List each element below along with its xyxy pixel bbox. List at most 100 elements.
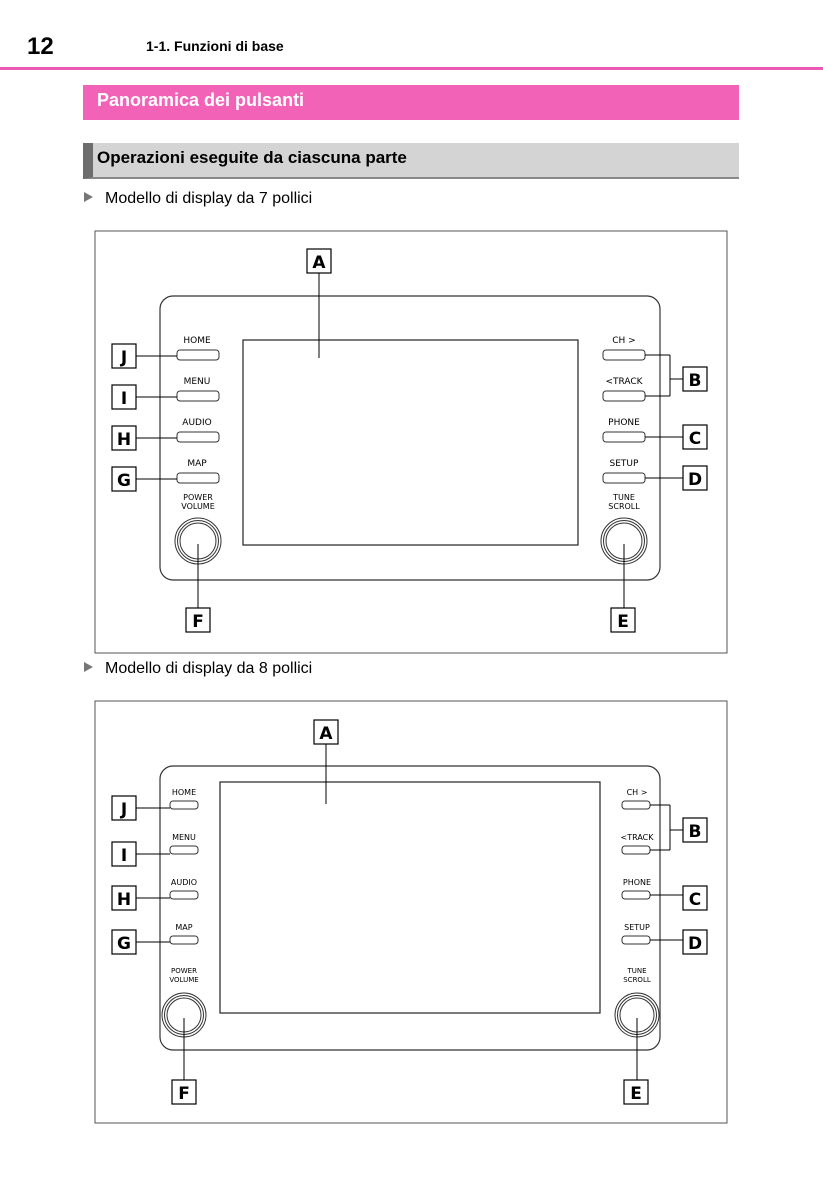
- label-G-box: [111, 929, 137, 955]
- button-label-right: CH >: [612, 336, 635, 346]
- label-E: E: [617, 612, 629, 632]
- hardware-button: [602, 390, 646, 402]
- label-B: B: [689, 371, 702, 391]
- label-G: G: [117, 934, 131, 954]
- hardware-button: [176, 349, 220, 361]
- head-unit-panel: [159, 295, 661, 581]
- knob-label-line2: SCROLL: [608, 502, 640, 511]
- button-label-audio: AUDIO: [171, 878, 197, 887]
- touch-screen: [242, 339, 579, 546]
- button-label-map: MAP: [187, 459, 207, 469]
- label-A-box: [306, 248, 332, 274]
- hardware-button: [169, 890, 199, 900]
- label-C: C: [689, 429, 701, 449]
- label-J-box: [111, 795, 137, 821]
- hardware-button: [176, 390, 220, 402]
- label-H: H: [117, 890, 131, 910]
- label-C-box: [682, 885, 708, 911]
- subsection-title: Operazioni eseguite da ciascuna parte: [83, 143, 739, 179]
- figure-frame: [94, 230, 728, 654]
- knob-label-line2: VOLUME: [169, 976, 198, 984]
- hardware-button: [621, 935, 651, 945]
- label-I-box: [111, 384, 137, 410]
- hardware-button: [169, 845, 199, 855]
- label-J: J: [120, 800, 127, 820]
- hardware-button: [621, 800, 651, 810]
- button-label-menu: MENU: [172, 833, 196, 842]
- label-A: A: [319, 724, 333, 744]
- button-label-right: CH >: [627, 788, 648, 797]
- label-C-box: [682, 424, 708, 450]
- button-label-map: MAP: [175, 923, 192, 932]
- figure-frame: [94, 700, 728, 1124]
- label-I: I: [121, 389, 127, 409]
- button-label-home: HOME: [172, 788, 196, 797]
- page-number: 12: [27, 33, 54, 60]
- label-H-box: [111, 885, 137, 911]
- label-G-box: [111, 466, 137, 492]
- label-F-box: [171, 1079, 197, 1105]
- knob-label-line1: TUNE: [626, 967, 646, 975]
- label-E-box: [623, 1079, 649, 1105]
- label-I: I: [121, 846, 127, 866]
- button-label-home: HOME: [183, 336, 211, 346]
- label-C: C: [689, 890, 701, 910]
- label-E-box: [610, 607, 636, 633]
- section-title: Panoramica dei pulsanti: [83, 85, 739, 120]
- label-G: G: [117, 471, 131, 491]
- label-F-box: [185, 607, 211, 633]
- label-D-box: [682, 465, 708, 491]
- knob-label-line2: SCROLL: [623, 976, 651, 984]
- knob-label-line2: VOLUME: [181, 502, 215, 511]
- knob-label-line1: TUNE: [612, 493, 635, 502]
- label-E: E: [630, 1084, 642, 1104]
- knob-label-line1: POWER: [171, 967, 197, 975]
- figure-caption-7in: Modello di display da 7 pollici: [84, 190, 312, 208]
- hardware-button: [176, 431, 220, 443]
- label-D: D: [688, 470, 702, 490]
- hardware-button: [169, 800, 199, 810]
- hardware-button: [169, 935, 199, 945]
- figure-caption-8in: Modello di display da 8 pollici: [84, 660, 312, 678]
- button-label-right: SETUP: [610, 459, 639, 469]
- label-F: F: [178, 1084, 190, 1104]
- hardware-button: [602, 349, 646, 361]
- label-A-box: [313, 719, 339, 745]
- label-B: B: [689, 822, 702, 842]
- triangle-bullet-icon: [84, 662, 93, 672]
- button-label-right: <TRACK: [605, 377, 643, 387]
- triangle-bullet-icon: [84, 192, 93, 202]
- hardware-button: [621, 890, 651, 900]
- touch-screen: [219, 781, 601, 1014]
- label-H-box: [111, 425, 137, 451]
- knob-label-line1: POWER: [183, 493, 213, 502]
- label-B-box: [682, 366, 708, 392]
- button-label-audio: AUDIO: [182, 418, 211, 428]
- button-label-right: PHONE: [623, 878, 651, 887]
- hardware-button: [602, 472, 646, 484]
- hardware-button: [602, 431, 646, 443]
- head-unit-panel: [159, 765, 661, 1051]
- label-D: D: [688, 934, 702, 954]
- label-J-box: [111, 343, 137, 369]
- diagram-7in: A HOME J CH > MENU I <TRACK AUDIO H PHONE MAP G SETU…: [94, 230, 728, 654]
- caption-text: Modello di display da 7 pollici: [105, 190, 313, 207]
- header-rule: [0, 67, 823, 70]
- caption-text: Modello di display da 8 pollici: [105, 660, 313, 677]
- label-B-box: [682, 817, 708, 843]
- chapter-title: 1-1. Funzioni di base: [146, 38, 284, 54]
- hardware-button: [621, 845, 651, 855]
- hardware-button: [176, 472, 220, 484]
- label-H: H: [117, 430, 131, 450]
- button-label-right: PHONE: [608, 418, 640, 428]
- button-label-right: SETUP: [624, 923, 650, 932]
- label-I-box: [111, 841, 137, 867]
- label-D-box: [682, 929, 708, 955]
- button-label-menu: MENU: [184, 377, 211, 387]
- label-J: J: [120, 348, 127, 368]
- label-A: A: [312, 253, 326, 273]
- label-F: F: [192, 612, 204, 632]
